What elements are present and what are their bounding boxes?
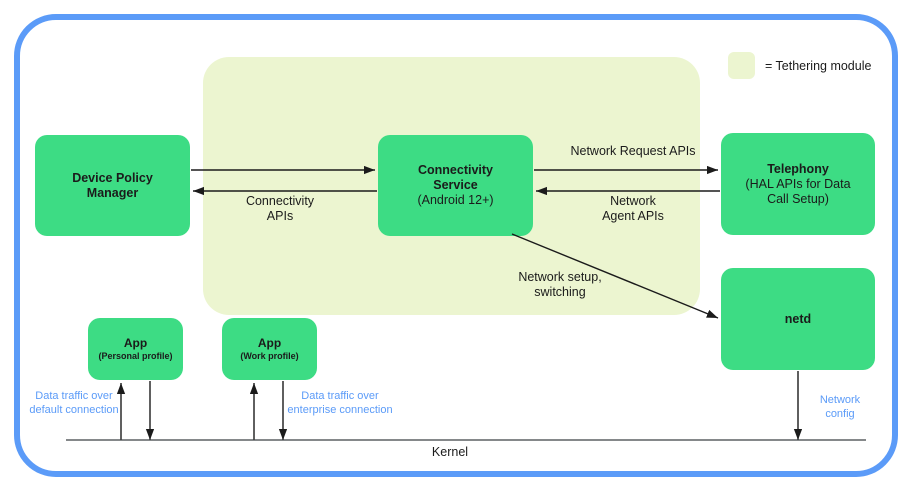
node-title: App [123,336,148,350]
node-netd[interactable]: netd [721,268,875,370]
legend: = Tethering module [728,52,871,79]
node-subtitle: (Android 12+) [417,193,494,207]
node-device-policy-manager[interactable]: Device Policy Manager [35,135,190,236]
node-subtitle-line2: Call Setup) [767,191,829,206]
legend-swatch-tethering [728,52,755,79]
node-title: Telephony [767,161,829,176]
edge-label-connectivity-apis: Connectivity APIs [245,194,315,223]
arrow-connectivity-to-netd [511,233,719,319]
edge-label-network-config: Network config [819,394,861,420]
node-subtitle: (HAL APIs for Data [745,176,851,191]
node-title: Device Policy [72,170,153,185]
edge-label-data-traffic-enterprise: Data traffic over enterprise connection [287,390,393,416]
edge-label-network-setup-switching: Network setup, switching [518,270,602,299]
node-title: netd [784,311,812,326]
node-title: Connectivity [417,163,493,177]
node-subtitle: (Work profile) [240,351,299,361]
node-connectivity-service[interactable]: Connectivity Service (Android 12+) [378,135,533,236]
edge-label-network-request-apis: Network Request APIs [570,144,696,158]
node-title-line2: Manager [86,185,139,200]
node-title-line2: Service [433,178,478,192]
node-telephony[interactable]: Telephony (HAL APIs for Data Call Setup) [721,133,875,235]
edge-label-network-agent-apis: Network Agent APIs [602,194,664,223]
node-app-personal-profile[interactable]: App (Personal profile) [88,318,183,380]
kernel-label: Kernel [431,445,469,459]
node-app-work-profile[interactable]: App (Work profile) [222,318,317,380]
device-boundary-frame [14,14,898,477]
legend-label: = Tethering module [765,58,872,73]
node-title: App [257,336,282,350]
node-subtitle: (Personal profile) [98,351,173,361]
edge-label-data-traffic-default: Data traffic over default connection [29,390,119,416]
